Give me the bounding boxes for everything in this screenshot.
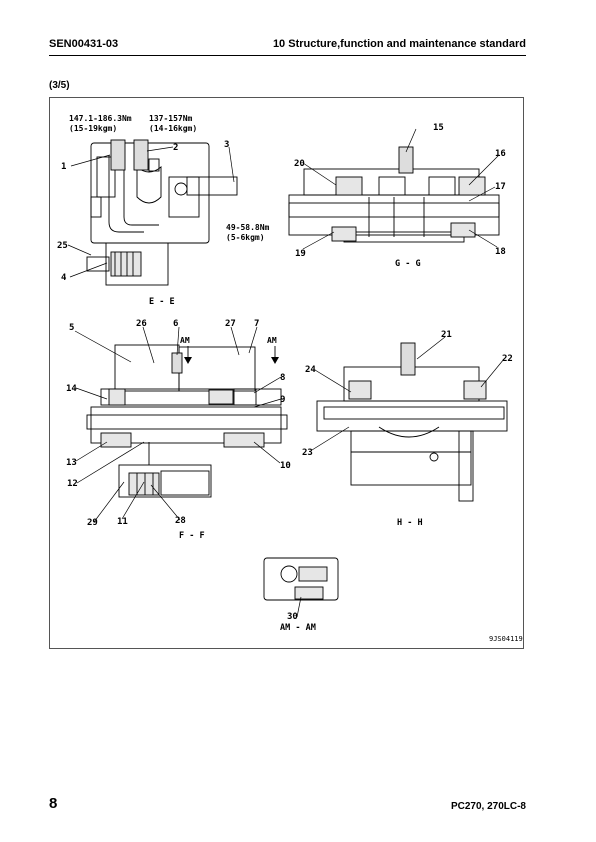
- callout-18: 18: [495, 247, 506, 257]
- callout-29: 29: [87, 518, 98, 528]
- section-amam-drawing: [263, 557, 339, 601]
- callout-10: 10: [280, 461, 291, 471]
- callout-25: 25: [57, 241, 68, 251]
- torque-label-1-line1: 147.1-186.3Nm: [69, 114, 132, 123]
- am-section-arrows: [187, 346, 276, 360]
- section-hh-drawing: [316, 342, 508, 502]
- callout-21: 21: [441, 330, 452, 340]
- am-arrowheads: [184, 357, 279, 364]
- callout-30: 30: [287, 612, 298, 622]
- callout-20: 20: [294, 159, 305, 169]
- callout-12: 12: [67, 479, 78, 489]
- am-mark-left: AM: [180, 336, 190, 345]
- callout-13: 13: [66, 458, 77, 468]
- view-label-gg: G - G: [395, 259, 421, 269]
- callout-1: 1: [61, 162, 66, 172]
- callout-27: 27: [225, 319, 236, 329]
- callout-16: 16: [495, 149, 506, 159]
- callout-5: 5: [69, 323, 74, 333]
- section-gg-drawing: [288, 146, 500, 243]
- leader-lines: [67, 128, 505, 618]
- section-title: 10 Structure,function and maintenance st…: [272, 38, 526, 50]
- callout-28: 28: [175, 516, 186, 526]
- view-label-amam: AM - AM: [280, 623, 316, 633]
- section-ee-drawing: [86, 139, 238, 286]
- callout-17: 17: [495, 182, 506, 192]
- part-indicator: (3/5): [49, 80, 70, 91]
- torque-label-3-line1: 49-58.8Nm: [226, 223, 270, 232]
- callout-15: 15: [433, 123, 444, 133]
- callout-8: 8: [280, 373, 285, 383]
- view-label-hh: H - H: [397, 518, 423, 528]
- callout-3: 3: [224, 140, 229, 150]
- callout-7: 7: [254, 319, 259, 329]
- callout-14: 14: [66, 384, 77, 394]
- torque-label-2-line1: 137-157Nm: [149, 114, 193, 123]
- view-label-ee: E - E: [149, 297, 175, 307]
- page-number: 8: [49, 795, 58, 812]
- figure-code: 9JS04119: [489, 635, 523, 643]
- callout-26: 26: [136, 319, 147, 329]
- view-label-ff: F - F: [179, 531, 205, 541]
- callout-22: 22: [502, 354, 513, 364]
- callout-6: 6: [173, 319, 178, 329]
- torque-label-3-line2: (5-6kgm): [226, 233, 265, 242]
- model-name: PC270, 270LC-8: [450, 801, 526, 812]
- callout-24: 24: [305, 365, 316, 375]
- callout-4: 4: [61, 273, 67, 283]
- callout-2: 2: [173, 143, 178, 153]
- callout-11: 11: [117, 517, 128, 527]
- section-ff-drawing: [86, 344, 288, 498]
- figure-frame: [49, 97, 524, 649]
- callout-23: 23: [302, 448, 313, 458]
- callout-9: 9: [280, 395, 285, 405]
- document-code: SEN00431-03: [49, 38, 119, 50]
- control-valve-drawing: 147.1-186.3Nm (15-19kgm) 137-157Nm (14-1…: [57, 114, 523, 643]
- header-rule: [49, 55, 526, 56]
- callout-19: 19: [295, 249, 306, 259]
- am-mark-right: AM: [267, 336, 277, 345]
- torque-label-2-line2: (14-16kgm): [149, 124, 197, 133]
- torque-label-1-line2: (15-19kgm): [69, 124, 117, 133]
